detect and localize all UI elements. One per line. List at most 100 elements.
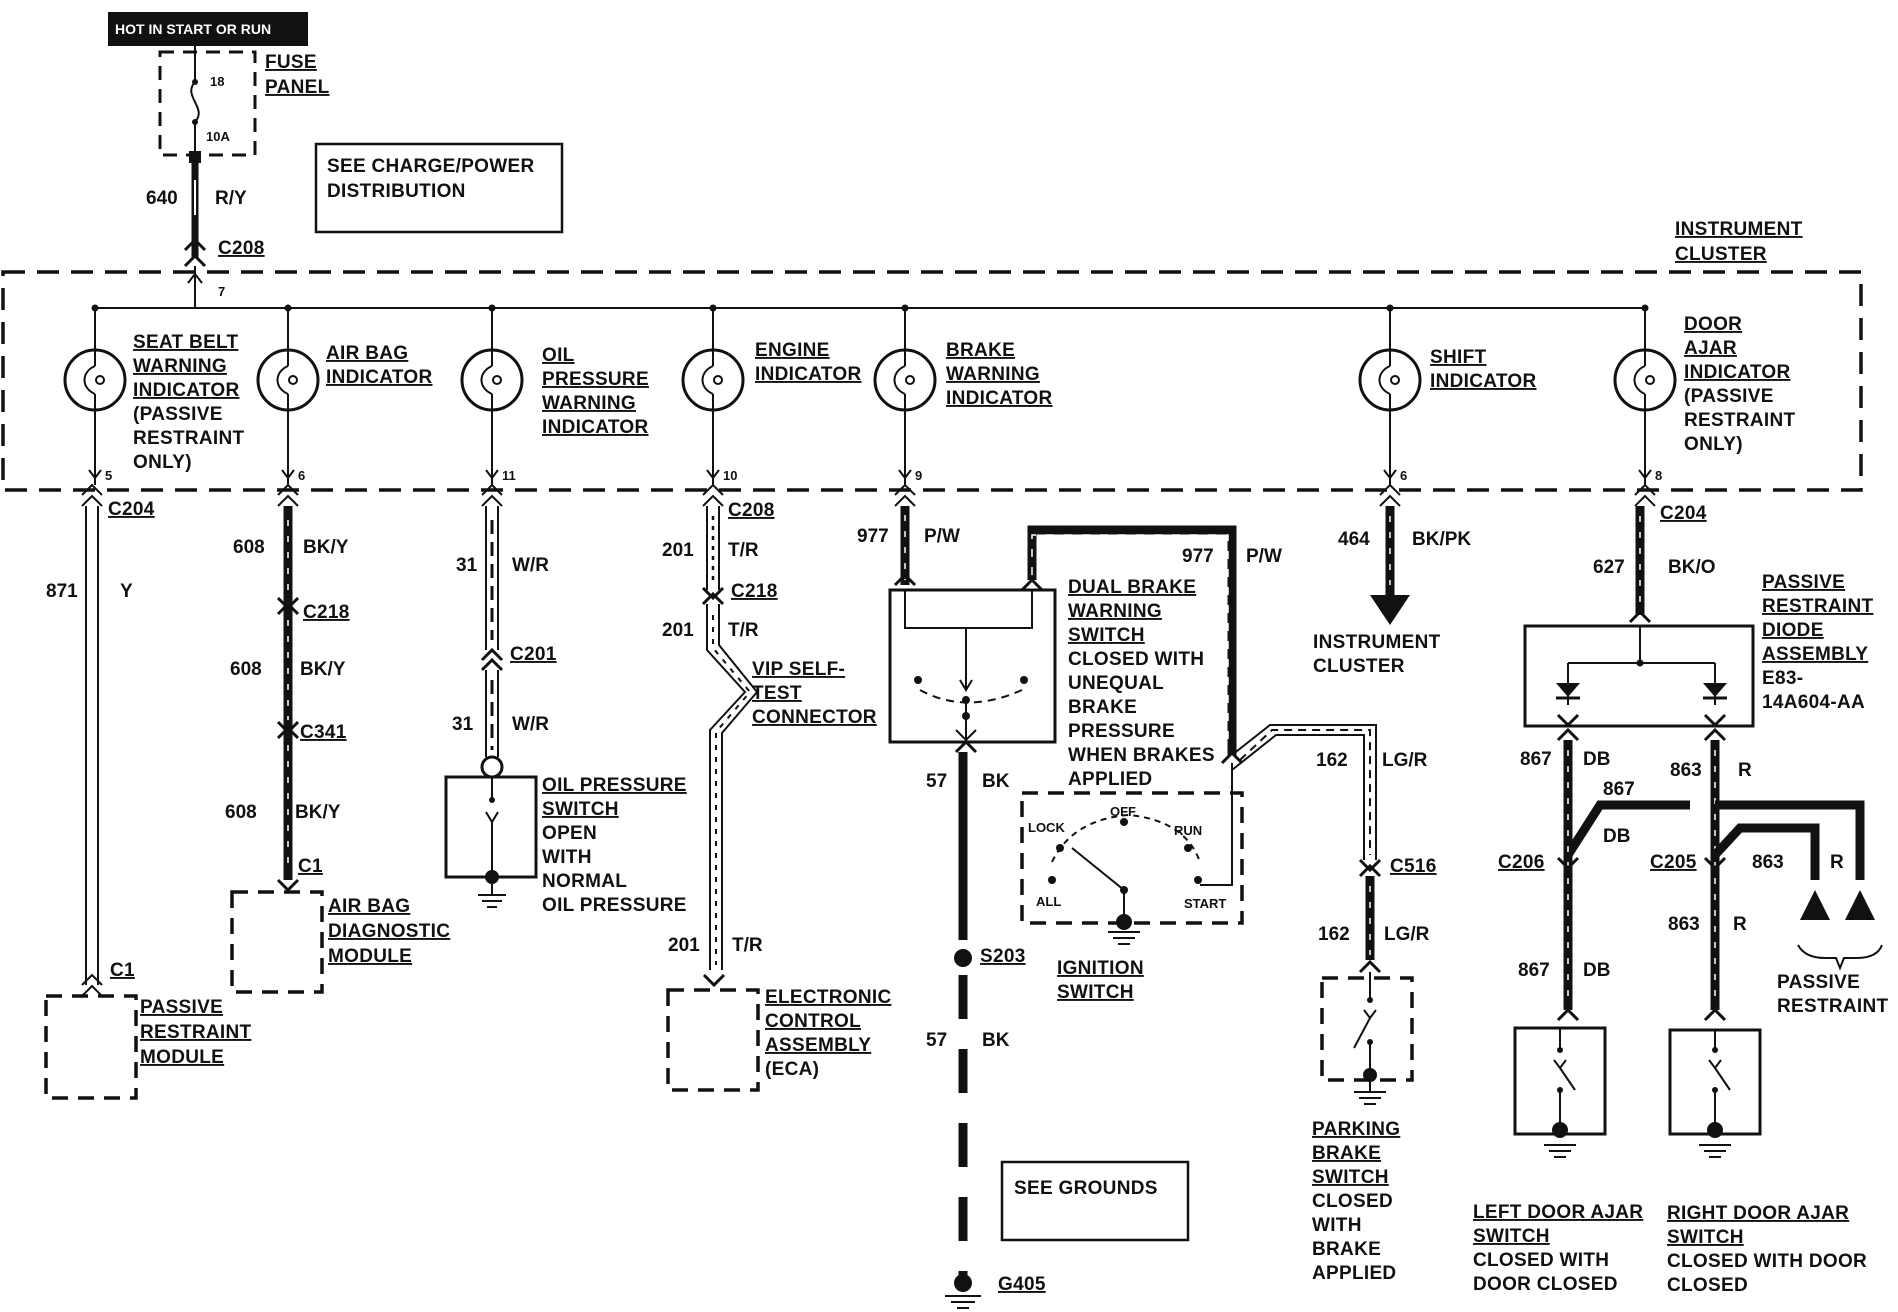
svg-text:867: 867 <box>1603 779 1635 800</box>
svg-text:BRAKE: BRAKE <box>1068 697 1137 718</box>
passive-restraint-module <box>44 994 138 1100</box>
indicator-pin: 10 <box>723 468 737 483</box>
svg-text:WITH: WITH <box>542 847 592 868</box>
svg-text:DB: DB <box>1583 960 1610 981</box>
arrow-icon <box>1638 469 1652 480</box>
indicator-label: (PASSIVE <box>133 404 223 425</box>
indicator-label: DOOR <box>1684 314 1742 335</box>
svg-text:627: 627 <box>1593 557 1625 578</box>
bulb-filament <box>83 350 96 410</box>
svg-text:W/R: W/R <box>512 714 549 735</box>
indicator-label: ENGINE <box>755 340 830 361</box>
svg-text:BK/PK: BK/PK <box>1412 529 1471 550</box>
arrow-icon <box>1383 469 1397 480</box>
svg-text:C204: C204 <box>1660 503 1707 524</box>
svg-text:CLOSED WITH: CLOSED WITH <box>1473 1250 1609 1271</box>
indicator-label: INDICATOR <box>755 364 862 385</box>
bus-junction <box>488 304 496 312</box>
see-grounds-box <box>1000 1160 1190 1242</box>
svg-text:C218: C218 <box>303 602 350 623</box>
indicator-pin: 6 <box>1400 468 1407 483</box>
svg-text:PARKING: PARKING <box>1312 1119 1400 1140</box>
indicator-label: SHIFT <box>1430 347 1486 368</box>
svg-text:PRESSURE: PRESSURE <box>1068 721 1175 742</box>
svg-text:DIODE: DIODE <box>1762 620 1824 641</box>
svg-text:C205: C205 <box>1650 852 1697 873</box>
svg-text:PASSIVE: PASSIVE <box>1762 572 1845 593</box>
arrow-icon <box>485 469 499 480</box>
svg-text:WHEN BRAKES: WHEN BRAKES <box>1068 745 1215 766</box>
svg-text:INSTRUMENT: INSTRUMENT <box>1313 632 1441 653</box>
svg-text:R: R <box>1830 852 1844 873</box>
fuse-panel-box <box>158 50 257 157</box>
svg-text:RESTRAINT: RESTRAINT <box>140 1022 252 1043</box>
indicator-label: AIR BAG <box>326 343 408 364</box>
svg-text:SWITCH: SWITCH <box>1312 1167 1389 1188</box>
svg-text:SWITCH: SWITCH <box>1068 625 1145 646</box>
svg-text:P/W: P/W <box>1246 546 1282 567</box>
svg-text:LG/R: LG/R <box>1384 924 1430 945</box>
svg-text:31: 31 <box>456 555 478 576</box>
svg-text:863: 863 <box>1752 852 1784 873</box>
svg-text:ASSEMBLY: ASSEMBLY <box>765 1035 871 1056</box>
indicator-label: BRAKE <box>946 340 1015 361</box>
svg-text:201: 201 <box>662 540 694 561</box>
svg-text:DB: DB <box>1583 749 1610 770</box>
wire-640: 640 <box>146 188 178 209</box>
bus-junction <box>91 304 99 312</box>
indicator-label: WARNING <box>946 364 1040 385</box>
svg-text:P/W: P/W <box>924 526 960 547</box>
svg-text:CLOSED WITH: CLOSED WITH <box>1068 649 1204 670</box>
svg-text:VIP SELF-: VIP SELF- <box>752 659 845 680</box>
svg-text:C206: C206 <box>1498 852 1545 873</box>
svg-text:MODULE: MODULE <box>140 1047 224 1068</box>
indicator-label: (PASSIVE <box>1684 386 1774 407</box>
svg-text:ALL: ALL <box>1036 894 1061 909</box>
svg-text:PANEL: PANEL <box>265 77 330 98</box>
svg-text:SEE GROUNDS: SEE GROUNDS <box>1014 1178 1158 1199</box>
svg-text:NORMAL: NORMAL <box>542 871 627 892</box>
svg-text:57: 57 <box>926 771 947 792</box>
indicator-pin: 8 <box>1655 468 1662 483</box>
indicator-label: INDICATOR <box>1430 371 1537 392</box>
bulb-filament-loop <box>95 375 105 385</box>
svg-text:CLUSTER: CLUSTER <box>1313 656 1405 677</box>
svg-text:C208: C208 <box>728 500 775 521</box>
c208-top: C208 <box>218 238 265 259</box>
svg-text:IGNITION: IGNITION <box>1057 958 1144 979</box>
svg-text:18: 18 <box>210 74 224 89</box>
svg-text:SWITCH: SWITCH <box>542 799 619 820</box>
bulb-filament-loop <box>1645 375 1655 385</box>
svg-text:C204: C204 <box>108 499 155 520</box>
arrow-icon <box>898 469 912 480</box>
svg-text:608: 608 <box>233 537 265 558</box>
svg-text:C218: C218 <box>731 581 778 602</box>
indicator-label: ONLY) <box>133 452 192 473</box>
svg-text:608: 608 <box>225 802 257 823</box>
hot-label: HOT IN START OR RUN <box>115 21 271 37</box>
svg-text:14A604-AA: 14A604-AA <box>1762 692 1865 713</box>
see-charge-text: SEE CHARGE/POWER <box>327 156 535 177</box>
bulb-filament-loop <box>905 375 915 385</box>
svg-text:OFF: OFF <box>1110 804 1136 819</box>
bus-junction <box>1641 304 1649 312</box>
arrow-icon <box>88 469 102 480</box>
see-charge-box <box>314 142 564 234</box>
svg-text:START: START <box>1184 896 1226 911</box>
indicator-label: INDICATOR <box>1684 362 1791 383</box>
indicator-label: PRESSURE <box>542 369 649 390</box>
svg-text:SWITCH: SWITCH <box>1667 1227 1744 1248</box>
svg-text:MODULE: MODULE <box>328 946 412 967</box>
svg-text:10A: 10A <box>206 129 230 144</box>
svg-text:PASSIVE: PASSIVE <box>140 997 223 1018</box>
svg-text:BK/Y: BK/Y <box>295 802 341 823</box>
svg-text:APPLIED: APPLIED <box>1312 1263 1396 1284</box>
bus-junction <box>709 304 717 312</box>
svg-text:OPEN: OPEN <box>542 823 597 844</box>
indicator-label: RESTRAINT <box>133 428 245 449</box>
svg-text:DUAL BRAKE: DUAL BRAKE <box>1068 577 1196 598</box>
bulb-filament <box>701 350 714 410</box>
bulb-filament <box>1633 350 1646 410</box>
svg-text:(ECA): (ECA) <box>765 1059 819 1080</box>
svg-text:WITH: WITH <box>1312 1215 1362 1236</box>
